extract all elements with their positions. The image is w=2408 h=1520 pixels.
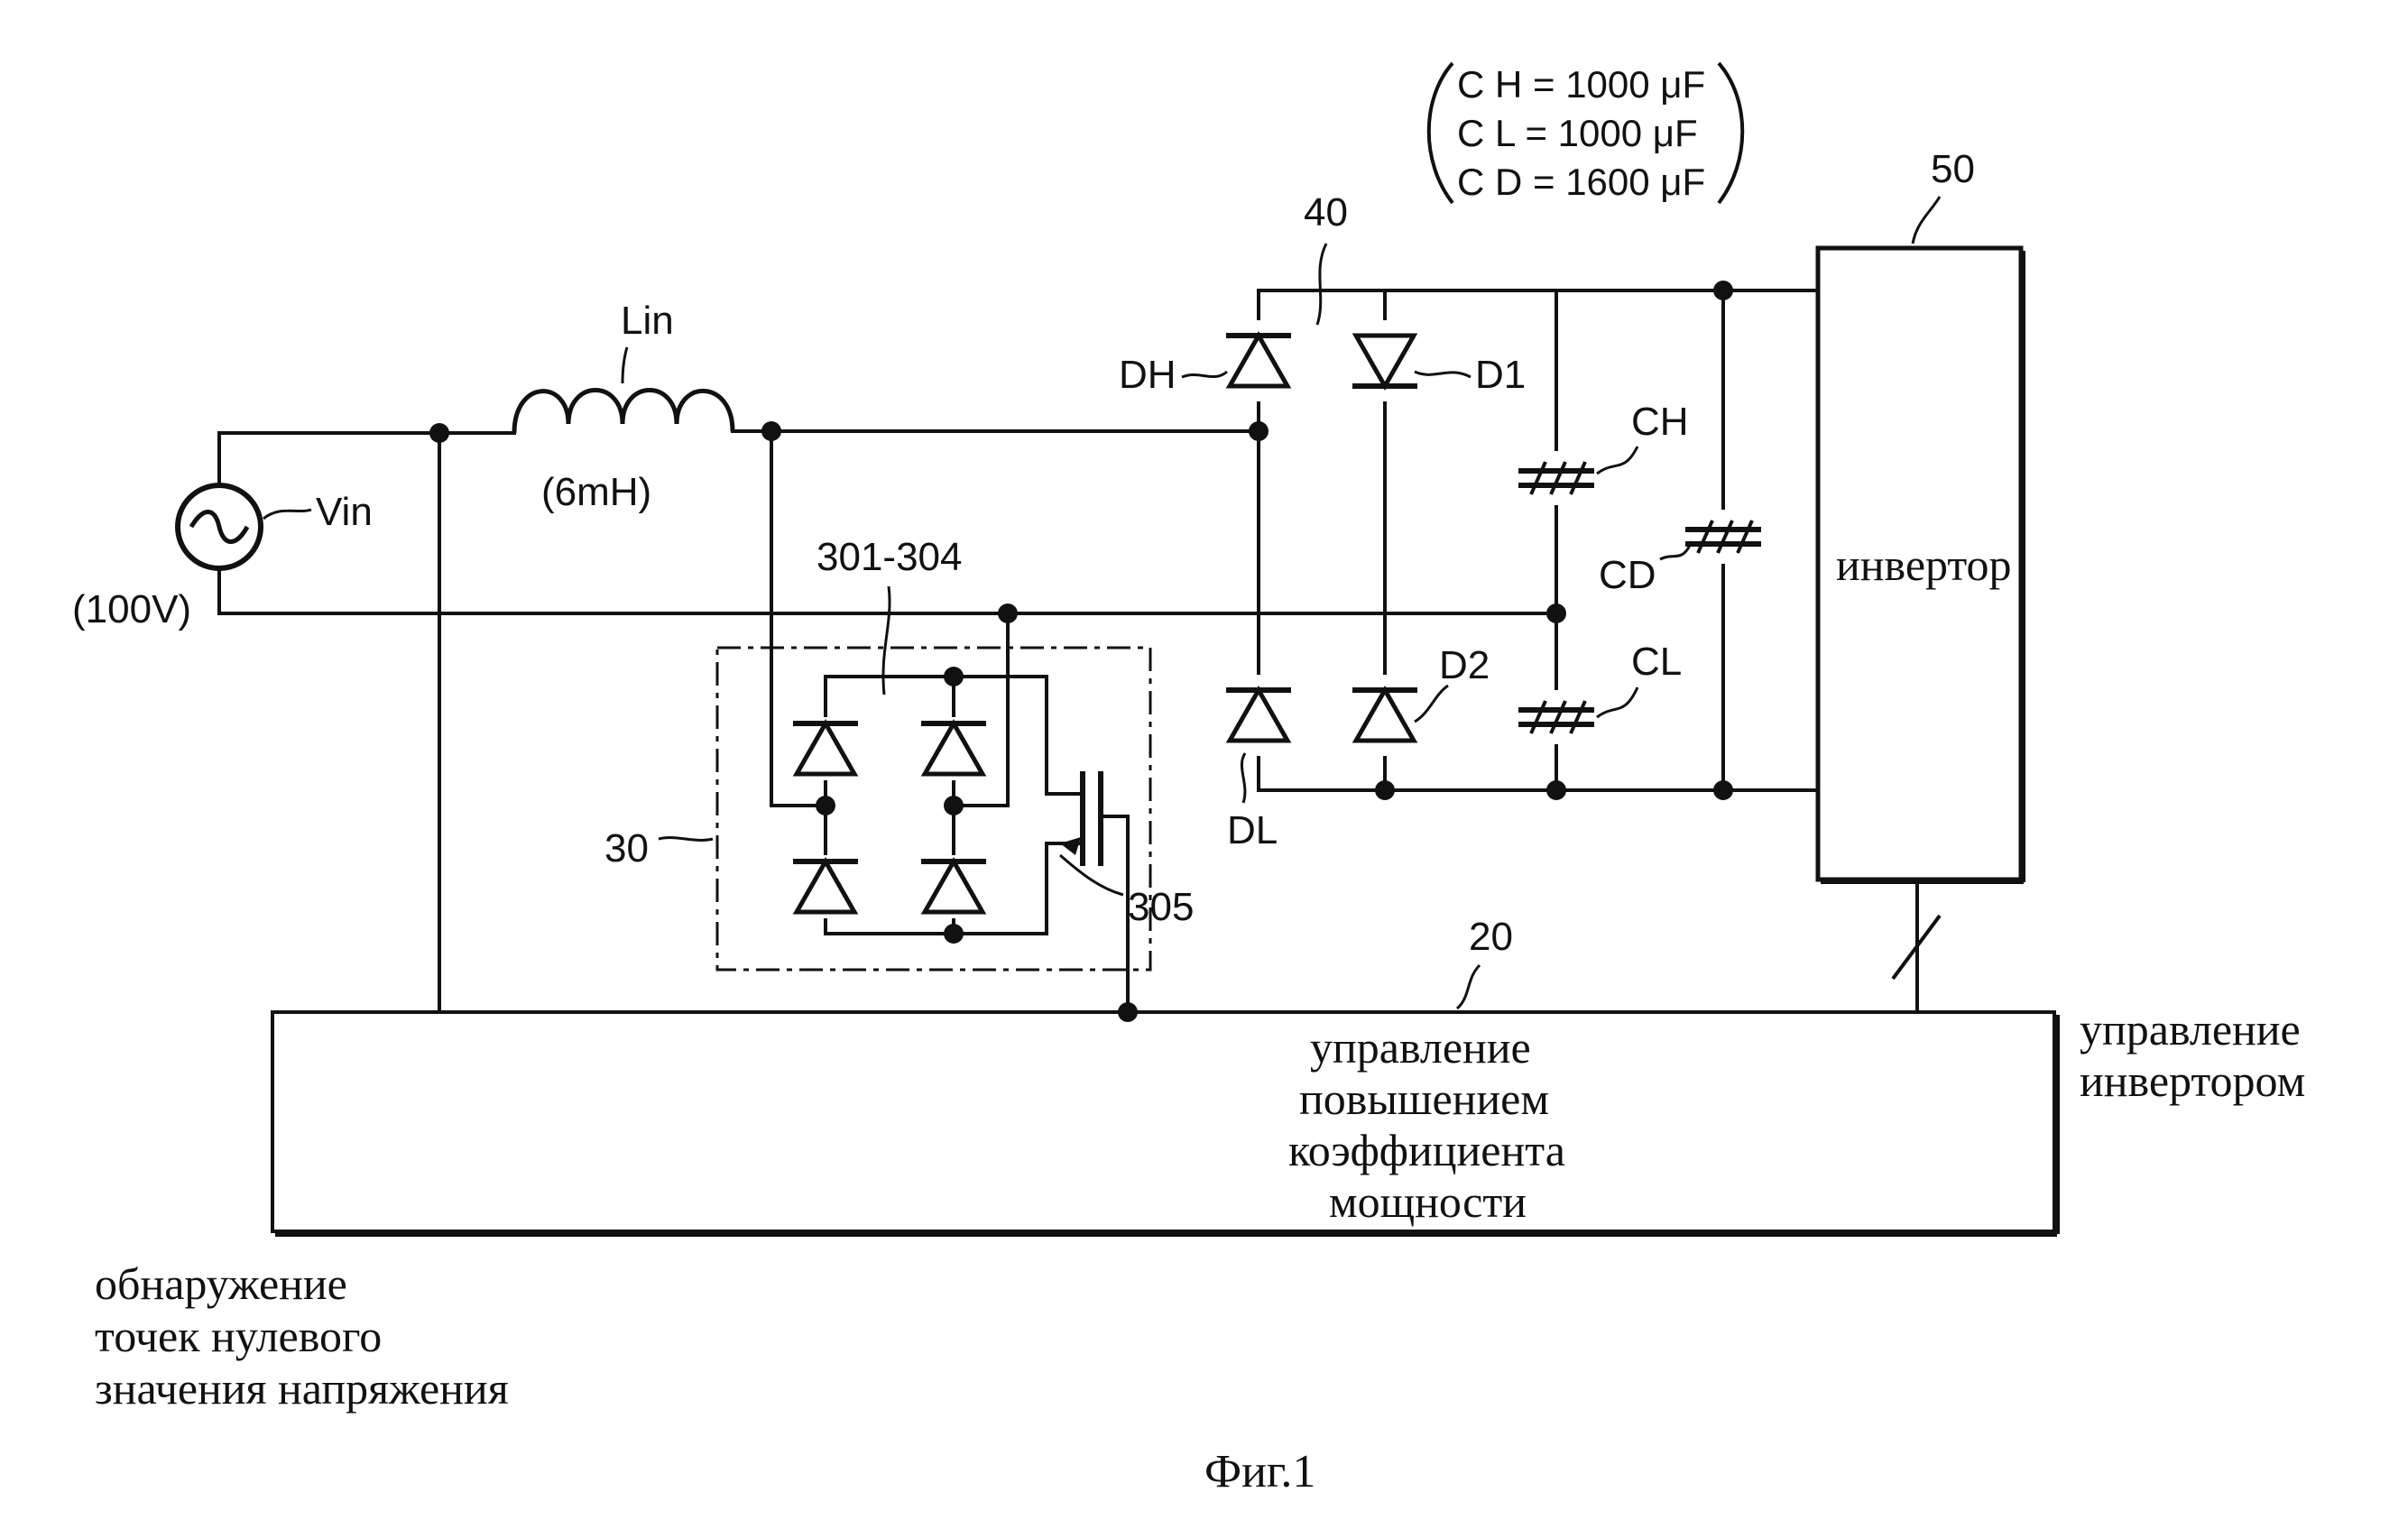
inverter-block: инвертор 50 [1818, 147, 2024, 979]
switch-ref: 305 [1128, 885, 1194, 929]
source-value: (100V) [72, 587, 191, 631]
label-ch: CH [1631, 400, 1689, 444]
junction-dot [1546, 603, 1566, 623]
label-dl: DL [1227, 808, 1278, 852]
source-name: Vin [316, 490, 373, 534]
capacitor-spec: C H = 1000 μF C L = 1000 μF C D = 1600 μ… [1429, 63, 1743, 203]
junction-dot [816, 796, 835, 815]
zero-detect-line-3: значения напряжения [95, 1363, 509, 1414]
junction-dot [761, 421, 781, 441]
label-d1: D1 [1475, 353, 1526, 397]
junction-dot [944, 667, 964, 686]
inductor-name: Lin [621, 299, 674, 343]
junction-dot [944, 924, 964, 944]
junction-dot [429, 423, 449, 443]
junction-dot [1118, 1002, 1138, 1022]
junction-dot [998, 603, 1018, 623]
spec-ch: C H = 1000 μF [1457, 63, 1705, 106]
inductor: Lin (6mH) [514, 299, 733, 514]
bridge-ref: 30 [604, 826, 649, 871]
igbt-arrow-icon [1060, 837, 1081, 855]
label-dh: DH [1119, 353, 1176, 397]
spec-cd: C D = 1600 μF [1457, 161, 1705, 203]
diode-block-ref: 40 [1304, 190, 1348, 235]
bridge-rectifier: 30 301-304 305 [604, 535, 1194, 970]
label-cl: CL [1631, 640, 1682, 684]
junction-dots [429, 281, 1733, 1022]
junction-dot [1546, 780, 1566, 800]
inverter-ref: 50 [1931, 147, 1975, 191]
controller-label-line-4: мощности [1329, 1176, 1527, 1227]
inductor-value: (6mH) [541, 470, 651, 514]
controller-label-line-2: повышением [1299, 1073, 1549, 1124]
zero-detect-line-1: обнаружение [95, 1258, 347, 1309]
junction-dot [1375, 780, 1395, 800]
label-d2: D2 [1439, 643, 1490, 687]
inverter-control-line-1: управление [2080, 1004, 2301, 1055]
junction-dot [1713, 780, 1733, 800]
controller-label-line-3: коэффициента [1288, 1125, 1565, 1175]
controller-label-line-1: управление [1310, 1022, 1531, 1073]
bridge-diodes-ref: 301-304 [817, 535, 962, 579]
controller-ref: 20 [1469, 915, 1513, 959]
junction-dot [1713, 281, 1733, 300]
inverter-label: инвертор [1836, 539, 2012, 590]
controller-block: 20 управление повышением коэффициента мо… [272, 915, 2057, 1234]
figure-caption: Фиг.1 [1204, 1446, 1315, 1497]
label-cd: CD [1599, 553, 1656, 597]
ac-source: Vin (100V) [72, 485, 373, 631]
junction-dot [944, 796, 964, 815]
zero-detect-line-2: точек нулевого [95, 1311, 382, 1361]
spec-cl: C L = 1000 μF [1457, 112, 1698, 154]
inverter-control-line-2: инвертором [2080, 1055, 2305, 1106]
junction-dot [1249, 421, 1269, 441]
